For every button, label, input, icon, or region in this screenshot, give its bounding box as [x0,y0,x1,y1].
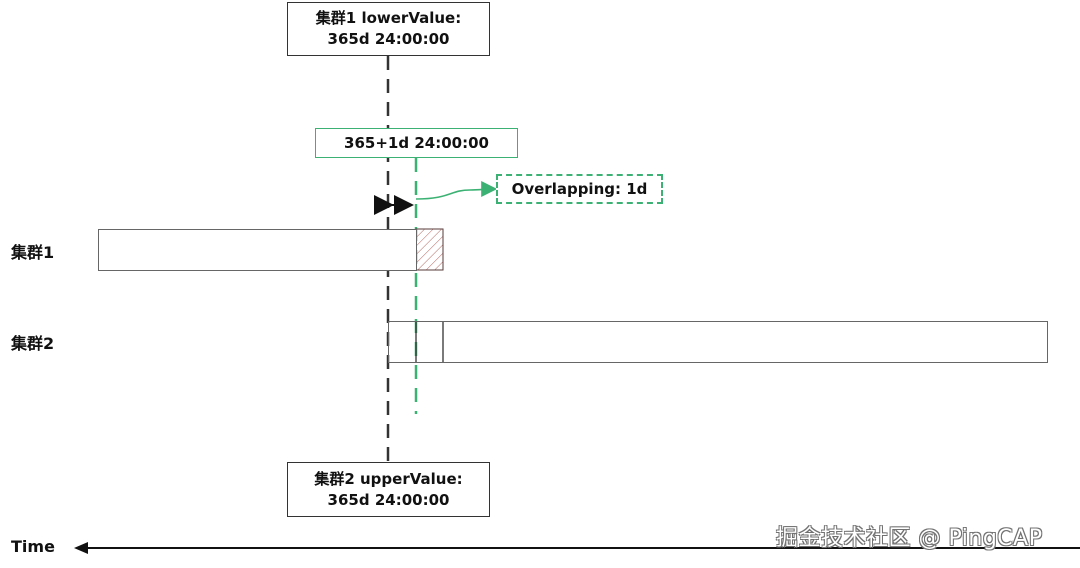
overlap-connector-arrow [415,181,498,200]
cluster2-upper-value-box: 集群2 upperValue: 365d 24:00:00 [287,462,490,517]
cluster1-lower-value-box: 集群1 lowerValue: 365d 24:00:00 [287,2,490,56]
cluster2-upper-value-time: 365d 24:00:00 [327,490,450,509]
cluster2-bar [388,321,1048,363]
shifted-time-box: 365+1d 24:00:00 [315,128,518,158]
overlapping-text: Overlapping: 1d [511,180,648,198]
cluster1-lower-value-time: 365d 24:00:00 [327,30,450,48]
cluster2-upper-value-title: 集群2 upperValue: [314,469,463,488]
overlapping-box: Overlapping: 1d [496,174,663,204]
row-label-cluster1: 集群1 [11,243,55,262]
cluster1-lower-value-title: 集群1 lowerValue: [315,9,462,27]
watermark-text: 掘金技术社区 @ PingCAP [776,526,1043,551]
time-axis-arrowhead [74,542,88,554]
row-label-cluster2: 集群2 [11,334,55,353]
shifted-time-text: 365+1d 24:00:00 [344,134,489,152]
overlap-hatched-block [415,228,444,271]
cluster1-bar [98,229,417,271]
time-axis-label: Time [11,537,55,556]
